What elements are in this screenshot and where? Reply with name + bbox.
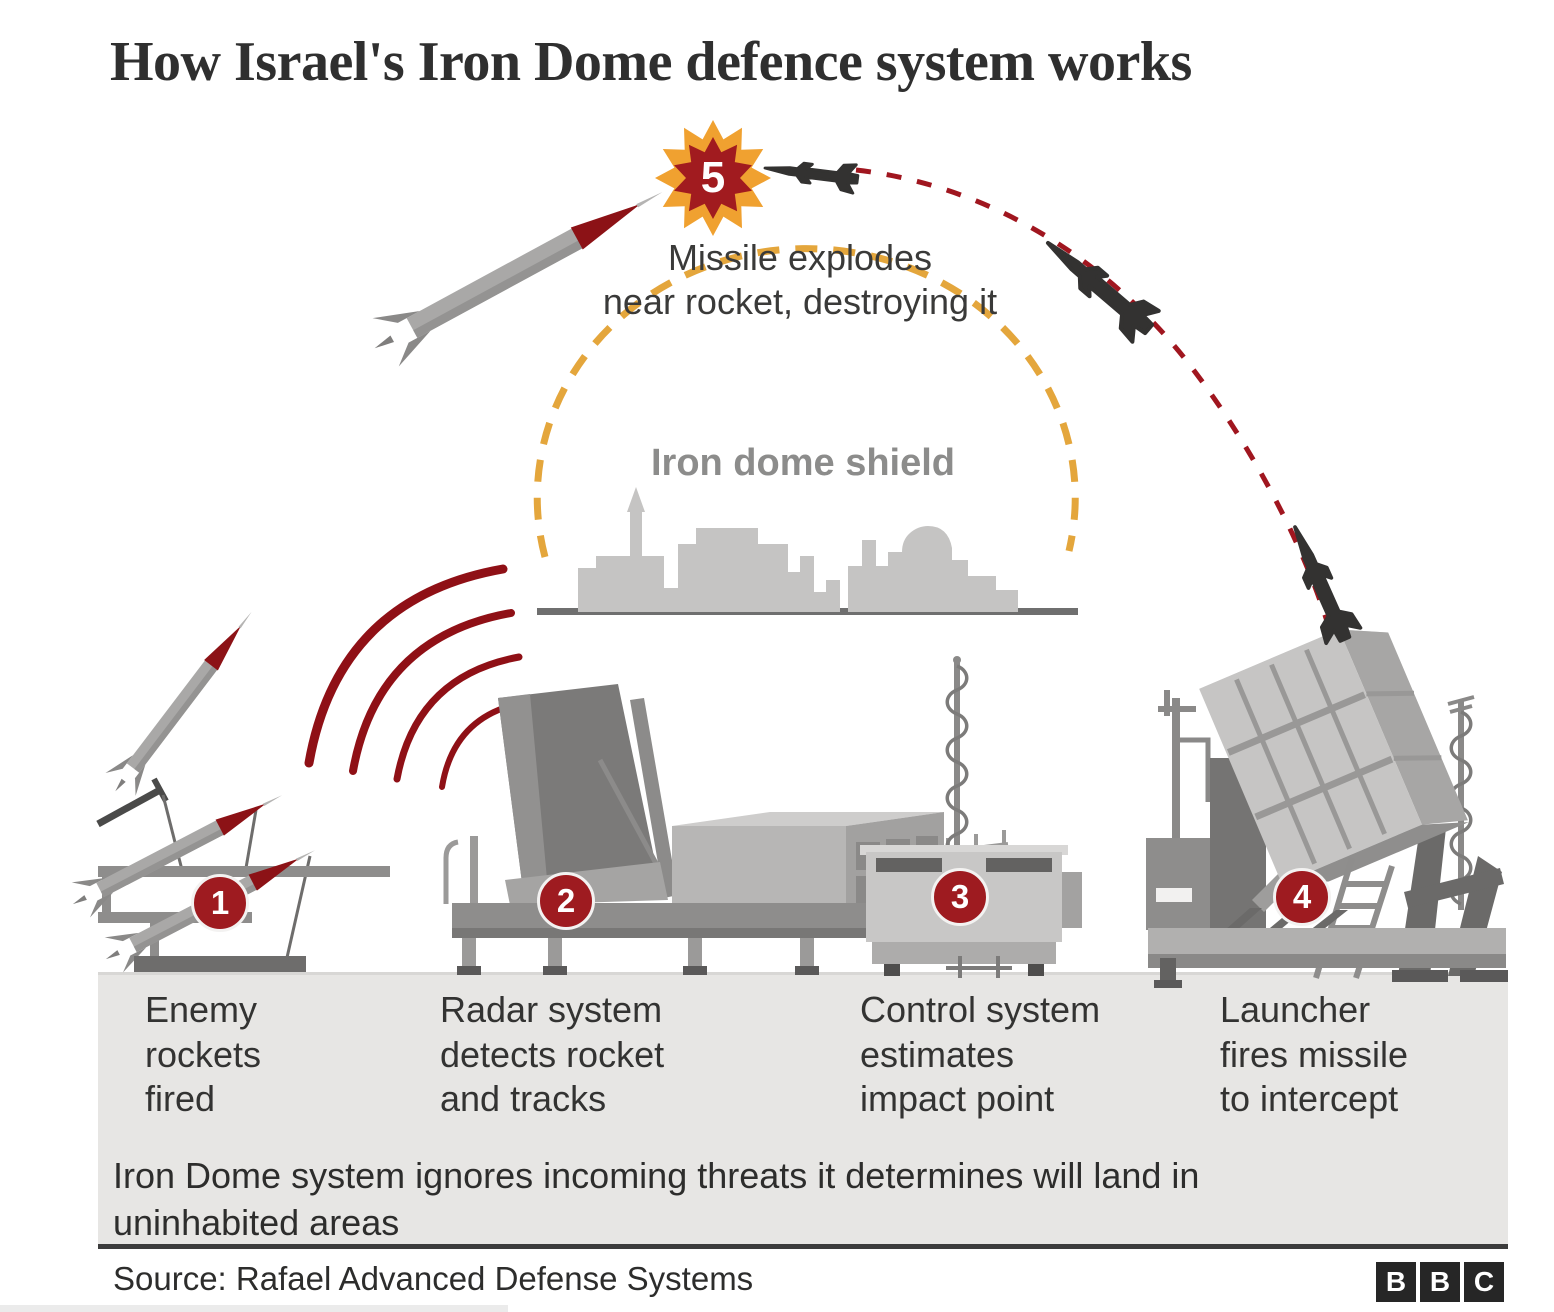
interceptor-launcher-illustration — [1146, 629, 1508, 988]
source-credit: Source: Rafael Advanced Defense Systems — [113, 1260, 754, 1297]
city-skyline-icon — [578, 487, 1018, 612]
ground-band — [98, 972, 1508, 1244]
step-4-badge: 4 — [1273, 868, 1331, 926]
footnote: Iron Dome system ignores incoming threat… — [113, 1155, 1200, 1243]
dome-shield-label: Iron dome shield — [650, 442, 956, 484]
radar-wave-arcs-icon — [304, 564, 530, 790]
page-title: How Israel's Iron Dome defence system wo… — [110, 31, 1192, 93]
starburst-explosion-icon — [655, 120, 771, 236]
step-5-number: 5 — [700, 153, 726, 202]
dashed-dome-arc-icon — [533, 245, 1079, 558]
divider-rule — [98, 1244, 1508, 1249]
bbc-logo: B B C — [1376, 1262, 1504, 1302]
bbc-logo-letter: B — [1376, 1262, 1416, 1302]
step-1-badge: 1 — [191, 874, 249, 932]
bbc-logo-letter: C — [1464, 1262, 1504, 1302]
step-3-badge: 3 — [931, 868, 989, 926]
bbc-logo-letter: B — [1420, 1262, 1460, 1302]
enemy-launcher-illustration — [63, 600, 390, 977]
iron-dome-shield-illustration — [533, 245, 1079, 615]
step-2-badge: 2 — [537, 872, 595, 930]
bottom-left-bar — [0, 1305, 508, 1312]
